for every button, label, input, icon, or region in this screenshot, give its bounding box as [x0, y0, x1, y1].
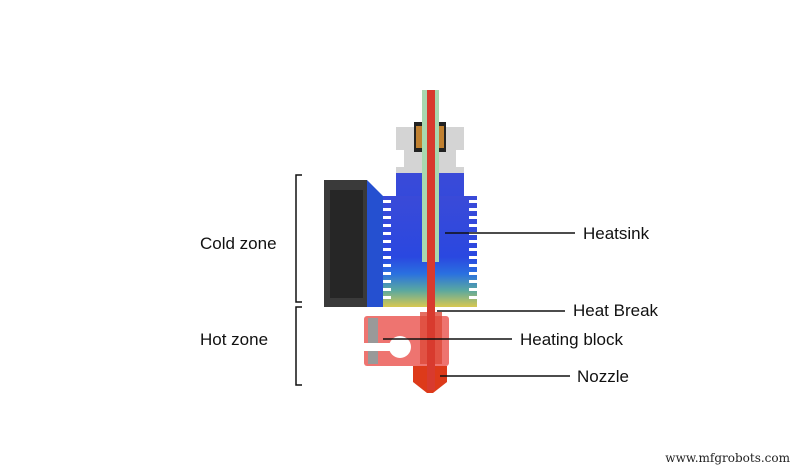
fin-gap [383, 256, 391, 259]
heat-break-label: Heat Break [573, 301, 659, 320]
fin-gap [383, 296, 391, 299]
fan [324, 180, 383, 307]
leader-lines [383, 232, 575, 377]
fin-gap [383, 264, 391, 267]
fin-gap [383, 248, 391, 251]
fin-gap [469, 200, 477, 203]
fin-gap [469, 256, 477, 259]
watermark: www.mfgrobots.com [665, 451, 790, 465]
heatsink-label: Heatsink [583, 224, 650, 243]
fin-gap [469, 264, 477, 267]
fin-gap [469, 280, 477, 283]
zone-brackets [295, 174, 302, 386]
fin-gap [469, 216, 477, 219]
cold-zone-label: Cold zone [200, 234, 277, 253]
fin-gap [469, 272, 477, 275]
nozzle-label: Nozzle [577, 367, 629, 386]
fin-gap [383, 232, 391, 235]
filament [427, 90, 435, 390]
hot-zone-label: Hot zone [200, 330, 269, 349]
fin-gap [469, 208, 477, 211]
fin-gap [383, 272, 391, 275]
fin-gap [469, 240, 477, 243]
fin-gap [383, 240, 391, 243]
fin-gap [469, 248, 477, 251]
fin-gap [469, 224, 477, 227]
fin-gap [383, 208, 391, 211]
fin-gap [383, 200, 391, 203]
fin-gap [383, 224, 391, 227]
fin-gap [469, 296, 477, 299]
fin-gap [469, 288, 477, 291]
fin-gap [383, 280, 391, 283]
heating-block-label: Heating block [520, 330, 624, 349]
fin-gap [383, 288, 391, 291]
fin-gap [383, 216, 391, 219]
